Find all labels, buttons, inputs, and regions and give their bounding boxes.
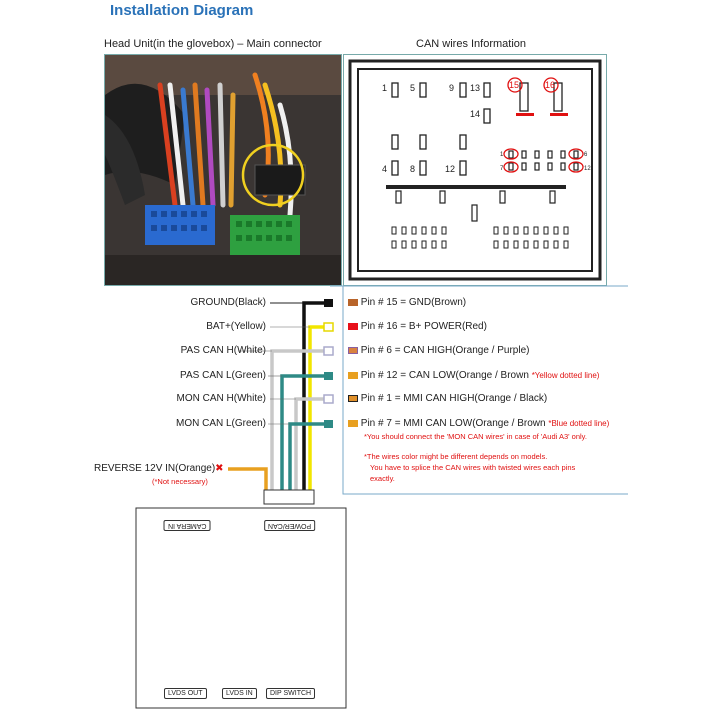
swatch-orange-black [348, 394, 358, 402]
dip-switch: DIP SWITCH [266, 688, 316, 699]
diagram-title: Installation Diagram [110, 2, 254, 19]
pin-label-4: 4 [382, 164, 387, 174]
pin-label-1: 1 [382, 83, 387, 93]
pin-info-12: Pin # 12 = CAN LOW(Orange / Brown [360, 370, 529, 381]
wire-label-pas-can-l: PAS CAN L(Green) [180, 370, 266, 381]
swatch-orange-brown [348, 371, 358, 379]
power-can-port: POWER/CAN [264, 520, 316, 531]
reverse-wire-label: REVERSE 12V IN(Orange)✖ [94, 463, 224, 474]
pin-label-12: 12 [445, 164, 455, 174]
color-note-line2: You have to splice the CAN wires with tw… [370, 463, 576, 472]
pin-label-13: 13 [470, 83, 480, 93]
color-note-line1: *The wires color might be different depe… [364, 452, 548, 461]
can-connector-panel: 1 5 9 13 14 15 16 4 8 12 1 6 7 12 [343, 54, 607, 286]
pin-info-16: Pin # 16 = B+ POWER(Red) [360, 321, 487, 332]
swatch-red [348, 322, 358, 330]
pin-label-8: 8 [410, 164, 415, 174]
not-necessary-x-icon: ✖ [215, 463, 224, 474]
pin-label-14: 14 [470, 109, 480, 119]
blue-dotted-note: *Blue dotted line) [548, 419, 610, 428]
pin-label-15: 15 [509, 80, 519, 90]
pin-info-1: Pin # 1 = MMI CAN HIGH(Orange / Black) [360, 393, 548, 404]
can-wires-caption: CAN wires Information [416, 38, 527, 50]
wire-label-bat: BAT+(Yellow) [206, 321, 266, 332]
wire-label-pas-can-h: PAS CAN H(White) [180, 345, 266, 356]
pin-row-1: Pin # 1 = MMI CAN HIGH(Orange / Black) [348, 393, 547, 404]
camera-in-port: CAMERA IN [164, 520, 211, 531]
pin-row-16: Pin # 16 = B+ POWER(Red) [348, 321, 487, 332]
pin-label-small-6: 6 [584, 152, 588, 158]
pin-info-6: Pin # 6 = CAN HIGH(Orange / Purple) [360, 345, 530, 356]
pin-info-7: Pin # 7 = MMI CAN LOW(Orange / Brown [360, 418, 546, 429]
yellow-dotted-note: *Yellow dotted line) [531, 371, 600, 380]
pin-label-9: 9 [449, 83, 454, 93]
pin-label-small-7: 7 [500, 166, 504, 172]
wire-label-mon-can-l: MON CAN L(Green) [175, 418, 266, 429]
lvds-out-port: LVDS OUT [164, 688, 207, 699]
pin-row-6: Pin # 6 = CAN HIGH(Orange / Purple) [348, 345, 529, 356]
pin-row-12: Pin # 12 = CAN LOW(Orange / Brown *Yello… [348, 370, 599, 381]
pin-label-5: 5 [410, 83, 415, 93]
head-unit-photo [104, 54, 342, 286]
wire-label-ground: GROUND(Black) [190, 297, 266, 308]
pin-label-small-12: 12 [584, 166, 591, 172]
head-unit-caption: Head Unit(in the glovebox) – Main connec… [104, 38, 322, 50]
can-connector-diagram: 1 5 9 13 14 15 16 4 8 12 1 6 7 12 [348, 59, 602, 281]
swatch-brown [348, 298, 358, 306]
pin-label-small-1: 1 [500, 152, 504, 158]
wire-label-mon-can-h: MON CAN H(White) [176, 393, 266, 404]
lvds-in-port: LVDS IN [222, 688, 257, 699]
pin-label-16: 16 [545, 80, 555, 90]
mon-can-note: *You should connect the 'MON CAN wires' … [364, 432, 587, 441]
swatch-orange-purple [348, 346, 358, 354]
swatch-orange-brown-2 [348, 419, 358, 427]
reverse-label-text: REVERSE 12V IN(Orange) [94, 463, 216, 474]
reverse-note: (*Not necessary) [152, 477, 208, 486]
pin-row-7: Pin # 7 = MMI CAN LOW(Orange / Brown *Bl… [348, 418, 609, 429]
color-note-line3: exactly. [370, 474, 395, 483]
pin-row-15: Pin # 15 = GND(Brown) [348, 297, 466, 308]
pin-info-15: Pin # 15 = GND(Brown) [360, 297, 467, 308]
